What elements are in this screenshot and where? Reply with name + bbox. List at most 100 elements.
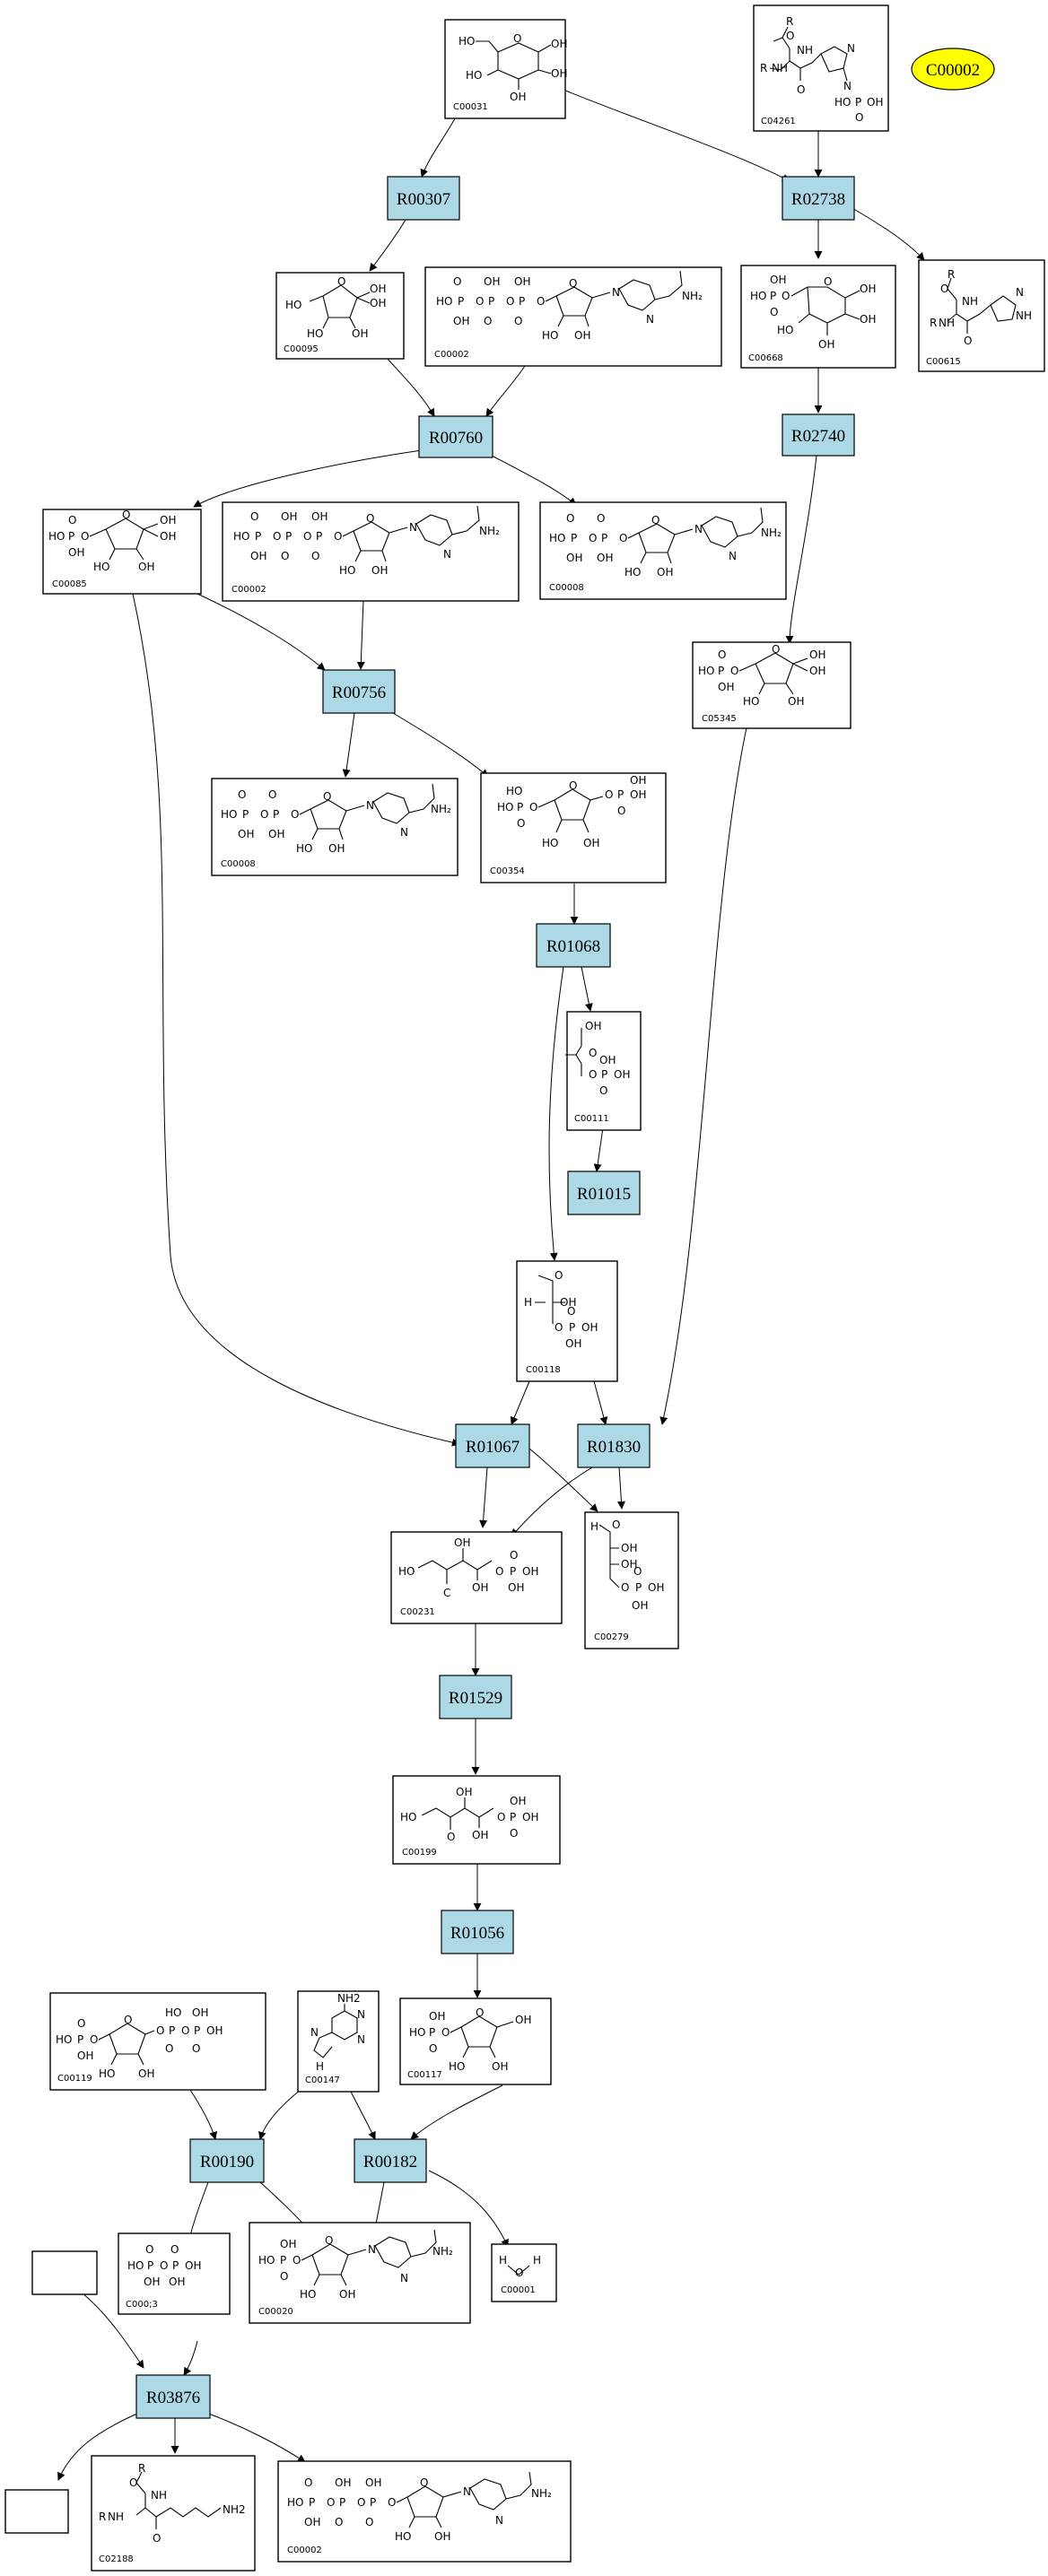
compound-C04261[interactable]: R O NH NH R O N N HO P OH O C04261 (753, 4, 889, 132)
structure-lysine-derivative: R O NH R NH O NH2 (99, 2462, 246, 2545)
compound-C00279[interactable]: O H OH OH O P OH O OH C00279 (584, 1511, 679, 1649)
empty-compound-box-a[interactable] (31, 2250, 98, 2295)
compound-C00111[interactable]: OH O O P OH OH O C00111 (565, 1011, 642, 1131)
svg-text:O: O (260, 808, 268, 821)
svg-text:O: O (165, 2042, 173, 2055)
compound-C00002-b[interactable]: HO P O P O P O O OH OH OH O O O OH HO N … (222, 501, 520, 602)
svg-text:N: N (366, 799, 374, 812)
svg-text:P: P (147, 2259, 153, 2272)
empty-compound-box-b[interactable] (4, 2489, 69, 2534)
reaction-R00756[interactable]: R00756 (322, 669, 396, 714)
compound-C00001[interactable]: H O H C00001 (491, 2243, 557, 2302)
svg-text:NH₂: NH₂ (432, 2245, 453, 2258)
structure-glucose: O HO OH OH OH HO (458, 32, 567, 103)
svg-text:O: O (824, 275, 832, 288)
svg-text:O: O (388, 2496, 396, 2509)
reaction-R02740[interactable]: R02740 (782, 413, 855, 457)
svg-text:NH: NH (1016, 309, 1032, 322)
svg-text:HO: HO (743, 695, 759, 708)
svg-text:P: P (77, 2033, 83, 2046)
reaction-R01830[interactable]: R01830 (577, 1423, 651, 1468)
reaction-label: R03876 (146, 2389, 200, 2407)
svg-text:OH: OH (429, 2010, 445, 2023)
reaction-R00190[interactable]: R00190 (189, 2138, 265, 2183)
svg-text:OH: OH (352, 327, 368, 340)
compound-C00119[interactable]: HO P O O OH O OH HO O P O P OH HO OH O O… (49, 1992, 266, 2091)
compound-C00117[interactable]: HO P O OH O O OH OH HO C00117 (399, 1997, 552, 2085)
compound-C00615[interactable]: R O NH R NH O N NH C00615 (918, 259, 1045, 372)
compound-C00199[interactable]: HO OH O OH O P OH OH O C00199 (392, 1775, 561, 1865)
compound-C05345[interactable]: HO P O O OH O OH OH OH HO C05345 (692, 641, 852, 729)
compound-C00002-a[interactable]: HO P O P O P O O OH OH OH O O O OH HO N … (424, 266, 722, 367)
svg-text:HO: HO (698, 665, 714, 677)
svg-text:O: O (453, 275, 461, 288)
compound-C00020[interactable]: HO P O OH O O OH HO N NH₂ N C00020 (249, 2222, 471, 2324)
svg-text:OH: OH (551, 67, 567, 80)
compound-label: C00008 (549, 583, 584, 593)
structure-adp: HO P O P O O O OH OH O OH HO N NH₂ N (549, 507, 782, 579)
svg-text:O: O (599, 1084, 607, 1097)
svg-text:HO: HO (542, 837, 558, 849)
reaction-R01529[interactable]: R01529 (439, 1675, 512, 1719)
compound-C00013[interactable]: HO P O P OH O O OH OH C000;3 (118, 2232, 231, 2315)
compound-C00008-a[interactable]: HO P O P O O O OH OH O OH HO N NH₂ N C00… (539, 501, 787, 600)
svg-text:O: O (291, 808, 299, 821)
reaction-R01015[interactable]: R01015 (567, 1171, 641, 1215)
svg-text:H: H (590, 1520, 598, 1533)
svg-text:O: O (506, 295, 514, 308)
svg-text:OH: OH (770, 274, 786, 286)
compound-C00231[interactable]: HO OH C OH O P OH O OH C00231 (390, 1531, 563, 1624)
svg-text:HO: HO (409, 2026, 425, 2039)
reaction-R03876[interactable]: R03876 (135, 2374, 211, 2419)
svg-text:OH: OH (565, 1337, 581, 1350)
reaction-R01067[interactable]: R01067 (455, 1423, 530, 1468)
reaction-R02738[interactable]: R02738 (782, 176, 855, 221)
svg-text:O: O (238, 788, 246, 801)
svg-text:P: P (172, 2259, 179, 2272)
compound-C00095[interactable]: O HO OH OH OH HO C00095 (275, 272, 405, 360)
svg-text:OH: OH (472, 1829, 488, 1841)
structure-fructose-6-phosphate: HO P O O OH O OH OH OH HO (698, 643, 825, 708)
svg-text:HO: HO (99, 2067, 115, 2080)
svg-text:O: O (569, 277, 577, 290)
reaction-label: R02740 (791, 427, 845, 446)
compound-C00085[interactable]: HO P O O OH O OH OH OH HO C00085 (42, 509, 202, 595)
compound-C00008-b[interactable]: HO P O P O O O OH OH O OH HO N NH₂ N C00… (211, 778, 458, 876)
svg-text:OH: OH (160, 530, 176, 543)
svg-text:O: O (335, 2516, 343, 2528)
reaction-R00182[interactable]: R00182 (354, 2138, 427, 2183)
reaction-R01068[interactable]: R01068 (536, 923, 611, 968)
compound-C00668[interactable]: HO P O OH O O OH OH OH HO C00668 (740, 265, 896, 369)
reaction-label: R01830 (587, 1438, 641, 1457)
svg-text:OH: OH (484, 275, 500, 288)
compound-C00031[interactable]: O HO OH OH OH HO C00031 (444, 19, 567, 119)
highlight-compound-C00002[interactable]: C00002 (911, 48, 995, 91)
compound-C00118[interactable]: O H OH O P OH O OH C00118 (516, 1260, 618, 1382)
svg-text:N: N (443, 548, 451, 561)
compound-C02188[interactable]: R O NH R NH O NH2 C02188 (91, 2455, 256, 2572)
svg-text:P: P (458, 295, 464, 308)
svg-text:OH: OH (867, 96, 883, 109)
svg-text:HO: HO (285, 299, 301, 311)
svg-text:O: O (484, 315, 492, 327)
svg-text:R: R (948, 268, 955, 281)
svg-text:NH: NH (797, 44, 813, 57)
compound-label: C00001 (501, 2285, 536, 2295)
svg-text:O: O (441, 2026, 450, 2039)
svg-text:OH: OH (454, 1536, 470, 1549)
svg-text:O: O (323, 790, 331, 803)
svg-text:O: O (153, 2532, 161, 2545)
reaction-R00307[interactable]: R00307 (387, 176, 460, 221)
compound-C00002-c[interactable]: HO P O P O P O O OH OH OH O O O OH HO N … (277, 2460, 572, 2563)
svg-text:O: O (597, 512, 605, 525)
svg-text:OH: OH (621, 1542, 637, 1554)
compound-C00147[interactable]: NH2 N N N H C00147 (297, 1990, 380, 2093)
svg-text:O: O (304, 2476, 312, 2489)
compound-C00354[interactable]: HO P O HO O O OH HO O P OH OH O C00354 (480, 772, 667, 883)
reaction-R01056[interactable]: R01056 (441, 1910, 514, 1954)
svg-text:N: N (1016, 286, 1024, 299)
svg-text:OH: OH (281, 510, 297, 523)
svg-text:P: P (285, 530, 292, 543)
reaction-R00760[interactable]: R00760 (418, 415, 493, 458)
